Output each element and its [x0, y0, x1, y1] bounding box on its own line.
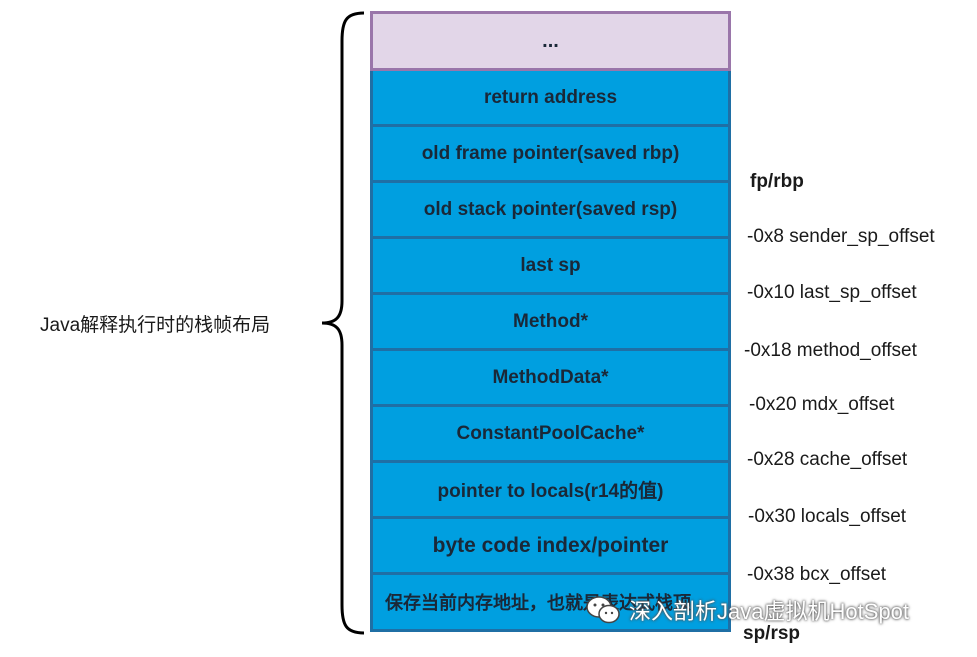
offset-last-sp: -0x10 last_sp_offset	[747, 282, 917, 303]
cell-ellipsis: ...	[370, 11, 731, 71]
watermark-text: 深入剖析Java虚拟机HotSpot	[629, 599, 909, 624]
cell-method: Method*	[370, 295, 731, 351]
watermark: 深入剖析Java虚拟机HotSpot	[585, 594, 909, 626]
offset-bcx: -0x38 bcx_offset	[747, 564, 887, 585]
offset-method: -0x18 method_offset	[744, 340, 917, 361]
fp-pointer-label: fp/rbp	[750, 171, 804, 192]
cell-constant-pool-cache: ConstantPoolCache*	[370, 407, 731, 463]
offset-locals: -0x30 locals_offset	[748, 506, 907, 527]
cell-bytecode-index: byte code index/pointer	[370, 519, 731, 575]
wechat-icon	[586, 596, 620, 624]
offset-mdx: -0x20 mdx_offset	[749, 394, 895, 415]
stack-frame: ... return address old frame pointer(sav…	[370, 11, 731, 632]
cell-last-sp: last sp	[370, 239, 731, 295]
offset-cache: -0x28 cache_offset	[747, 449, 908, 470]
curly-brace	[321, 11, 365, 635]
cell-return-address: return address	[370, 71, 731, 127]
cell-method-data: MethodData*	[370, 351, 731, 407]
cell-old-stack-pointer: old stack pointer(saved rsp)	[370, 183, 731, 239]
cell-pointer-to-locals: pointer to locals(r14的值)	[370, 463, 731, 519]
cell-old-frame-pointer: old frame pointer(saved rbp)	[370, 127, 731, 183]
offset-sender-sp: -0x8 sender_sp_offset	[747, 226, 935, 247]
sp-pointer-label: sp/rsp	[743, 623, 801, 644]
frame-layout-label: Java解释执行时的栈帧布局	[40, 315, 271, 336]
